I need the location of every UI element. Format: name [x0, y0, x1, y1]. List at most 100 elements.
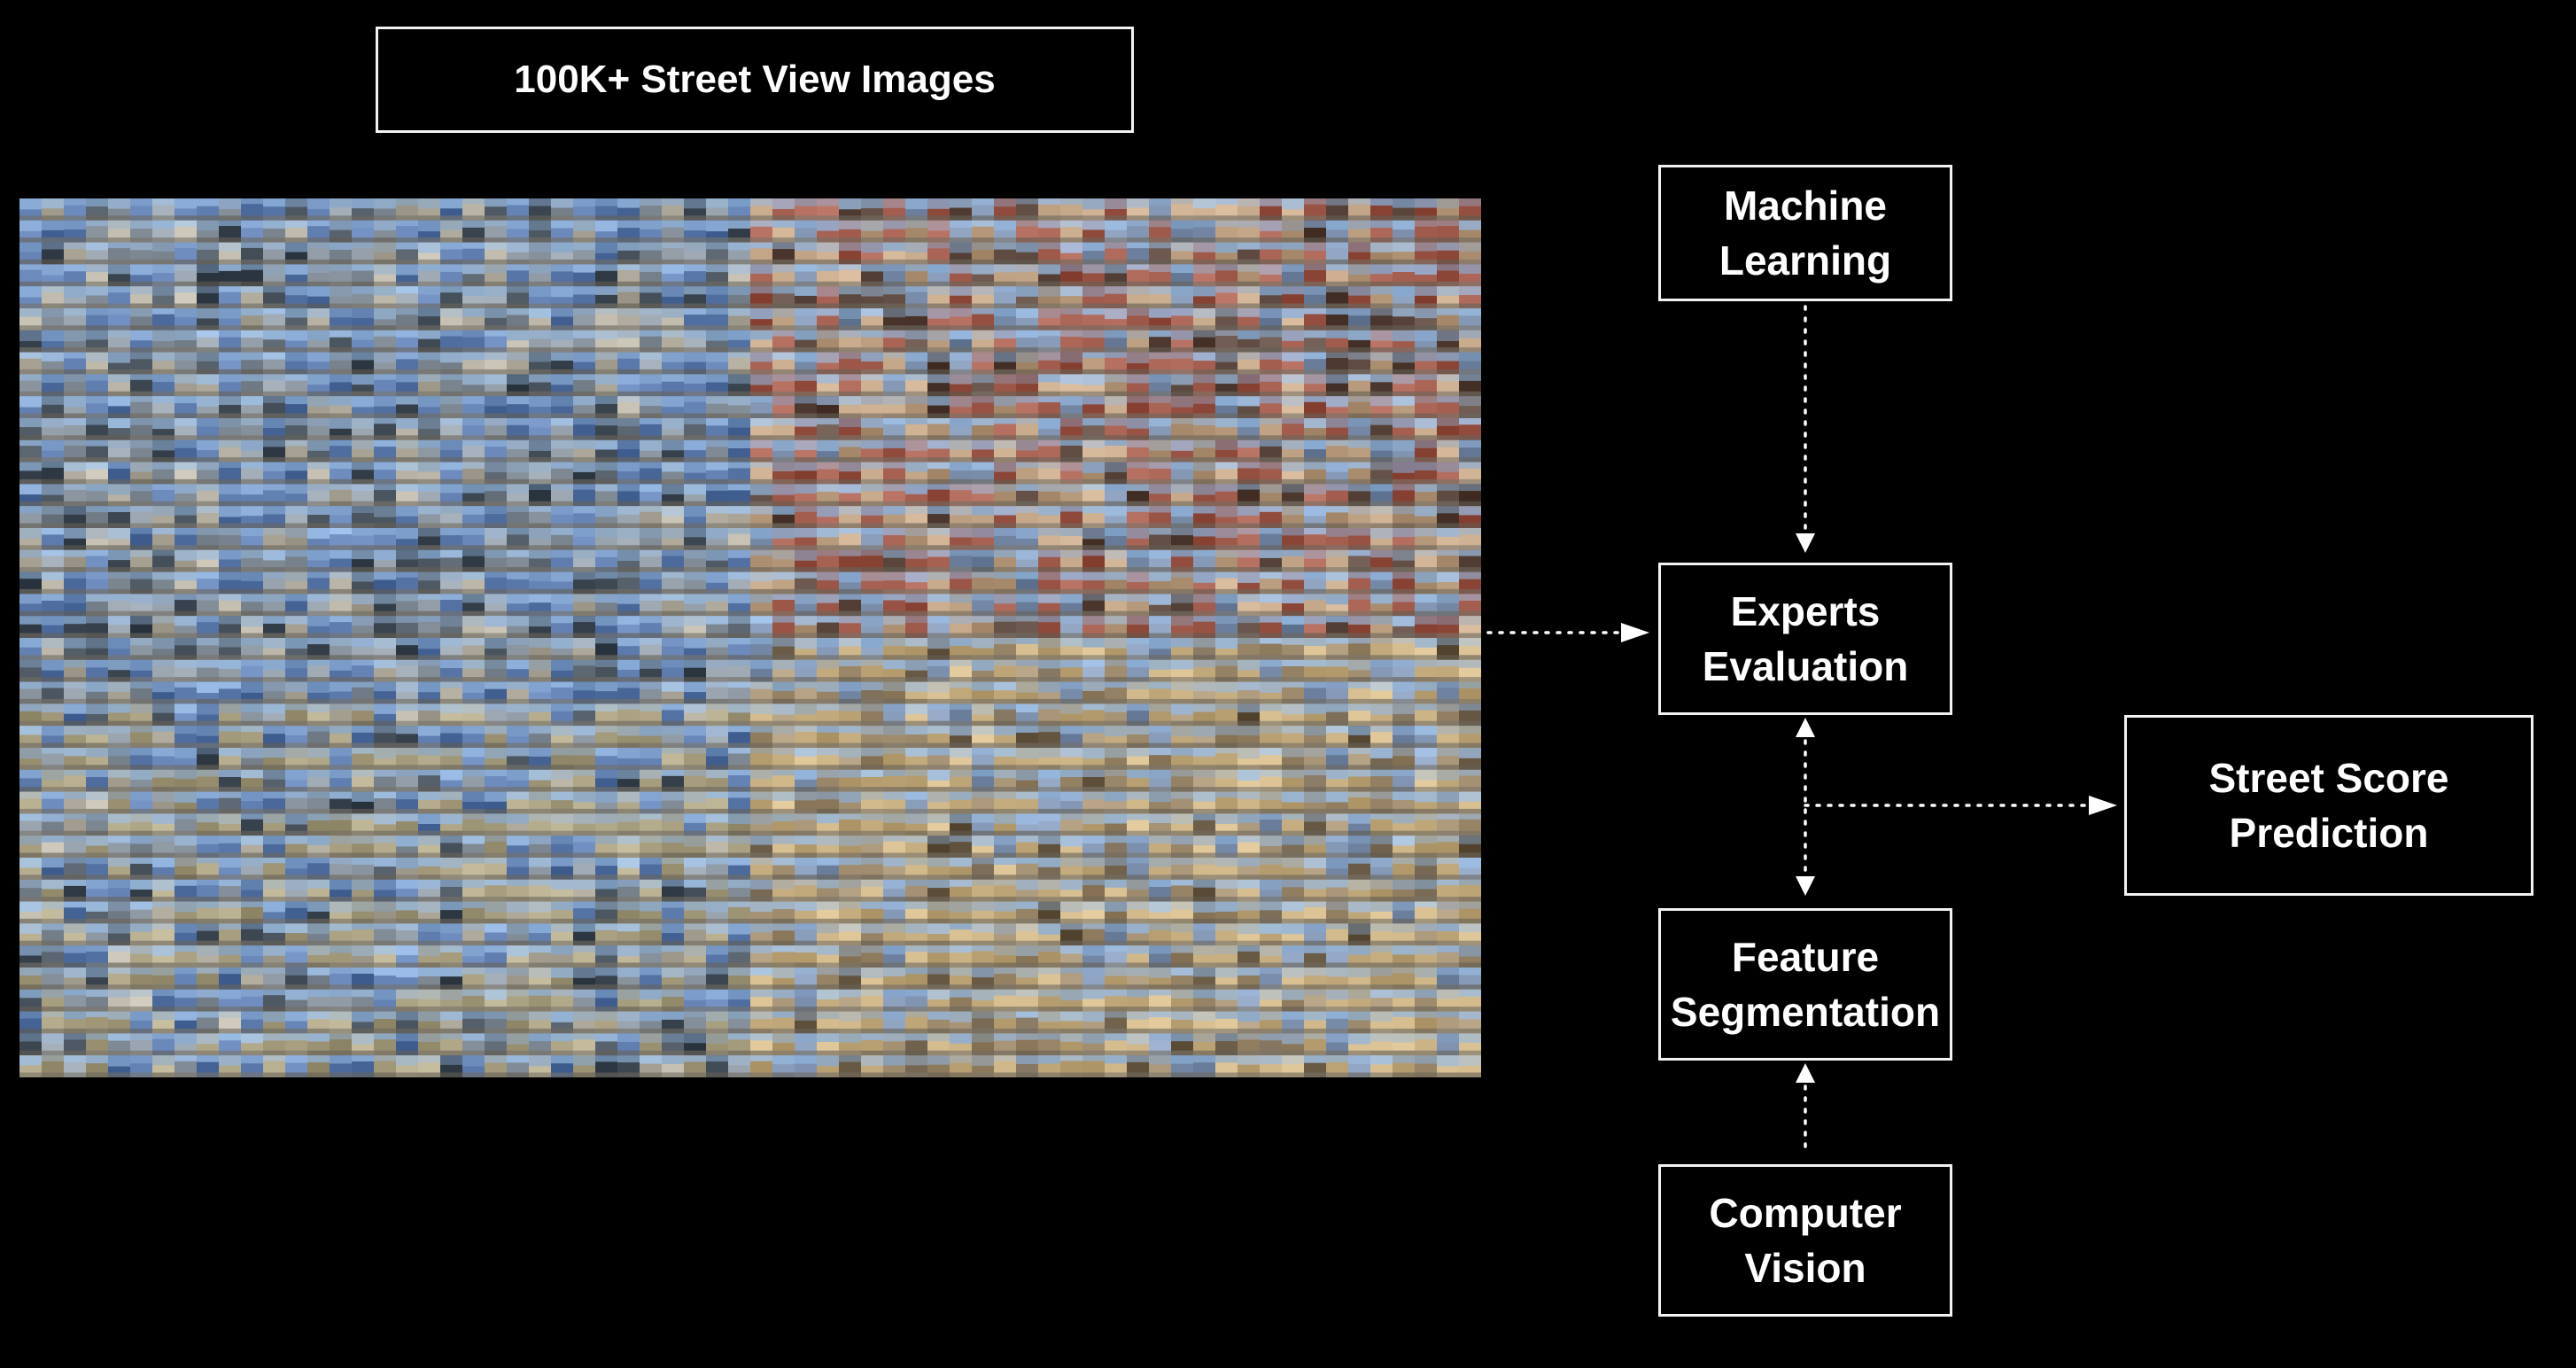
mosaic-tile-ground	[1415, 501, 1438, 507]
mosaic-tile-ground	[307, 391, 330, 397]
mosaic-tile-ground	[352, 567, 375, 573]
mosaic-tile-sky	[1415, 703, 1438, 711]
mosaic-tile-sky	[839, 396, 862, 405]
mosaic-tile-ground	[1060, 655, 1083, 661]
mosaic-tile-sky	[462, 330, 485, 338]
mosaic-tile-ground	[1193, 281, 1216, 287]
mosaic-tile-sky	[152, 659, 175, 666]
mosaic-tile-sky	[1304, 264, 1327, 270]
mosaic-tile-sky	[42, 264, 65, 276]
mosaic-tile-ground	[1282, 259, 1305, 265]
mosaic-tile-sky	[42, 220, 65, 230]
mosaic-tile-sky	[1149, 594, 1172, 605]
mosaic-tile-ground	[1437, 237, 1460, 244]
mosaic-tile-sky	[1215, 549, 1238, 558]
mosaic-tile-ground	[175, 742, 198, 749]
mosaic-tile-ground	[396, 588, 419, 595]
mosaic-tile-ground	[839, 501, 862, 507]
mosaic-tile-sky	[462, 506, 485, 515]
mosaic-tile-ground	[330, 369, 353, 375]
mosaic-tile-ground	[617, 237, 640, 244]
mosaic-tile-sky	[662, 330, 685, 338]
mosaic-tile-ground	[595, 501, 618, 507]
mosaic-tile-ground	[1038, 281, 1061, 287]
mosaic-tile-sky	[1370, 286, 1393, 295]
mosaic-tile-sky	[905, 638, 928, 647]
mosaic-tile-sky	[440, 330, 463, 337]
mosaic-tile-ground	[1082, 281, 1106, 287]
mosaic-tile-ground	[1415, 545, 1438, 551]
mosaic-tile-ground	[19, 369, 43, 375]
mosaic-tile-ground	[285, 633, 308, 639]
mosaic-tile-ground	[1282, 633, 1305, 639]
mosaic-tile-ground	[396, 610, 419, 617]
mosaic-tile-sky	[507, 330, 530, 341]
mosaic-tile-sky	[1326, 659, 1349, 667]
mosaic-tile-ground	[1437, 303, 1460, 309]
mosaic-tile-ground	[1082, 588, 1106, 595]
mosaic-tile-sky	[108, 418, 131, 429]
mosaic-tile-ground	[1238, 369, 1261, 375]
mosaic-tile-ground	[1370, 391, 1393, 397]
mosaic-tile-sky	[1282, 484, 1305, 493]
mosaic-tile-sky	[1149, 418, 1172, 427]
mosaic-tile-sky	[19, 638, 43, 648]
mosaic-tile-sky	[1016, 308, 1039, 318]
mosaic-tile-ground	[64, 655, 87, 661]
mosaic-tile-sky	[352, 264, 375, 271]
mosaic-tile-sky	[352, 352, 375, 361]
mosaic-tile-ground	[108, 478, 131, 485]
mosaic-tile-sky	[640, 242, 663, 251]
mosaic-tile-sky	[152, 198, 175, 206]
mosaic-tile-ground	[285, 435, 308, 441]
mosaic-tile-ground	[130, 303, 153, 309]
mosaic-tile-ground	[1370, 347, 1393, 354]
mosaic-tile-sky	[197, 726, 220, 736]
mosaic-tile-ground	[617, 391, 640, 397]
mosaic-tile-ground	[795, 478, 818, 485]
mosaic-tile-sky	[1149, 220, 1172, 228]
mosaic-tile-ground	[1282, 413, 1305, 419]
mosaic-tile-sky	[1326, 616, 1349, 623]
mosaic-tile-ground	[905, 303, 928, 309]
mosaic-tile-ground	[839, 742, 862, 749]
mosaic-tile-sky	[219, 439, 242, 447]
mosaic-tile-ground	[1038, 303, 1061, 309]
mosaic-tile-sky	[1016, 484, 1039, 491]
mosaic-tile-ground	[130, 325, 153, 331]
mosaic-tile-sky	[352, 726, 375, 733]
mosaic-tile-ground	[219, 391, 242, 397]
mosaic-tile-ground	[374, 347, 397, 354]
mosaic-tile-ground	[1348, 720, 1371, 727]
mosaic-tile-sky	[905, 308, 928, 316]
mosaic-tile-ground	[1282, 567, 1305, 573]
mosaic-tile-ground	[817, 259, 840, 265]
mosaic-tile-sky	[1149, 352, 1172, 360]
mosaic-tile-sky	[662, 242, 685, 249]
mosaic-tile-sky	[1437, 549, 1460, 556]
mosaic-tile-ground	[861, 478, 884, 485]
mosaic-tile-ground	[64, 281, 87, 287]
mosaic-tile-sky	[352, 528, 375, 536]
mosaic-tile-ground	[1459, 413, 1481, 419]
mosaic-tile-sky	[994, 264, 1017, 273]
mosaic-tile-sky	[573, 638, 596, 649]
mosaic-tile-sky	[1171, 264, 1194, 274]
mosaic-tile-ground	[462, 347, 485, 354]
mosaic-tile-sky	[706, 242, 729, 250]
mosaic-tile-ground	[285, 545, 308, 551]
mosaic-tile-ground	[86, 259, 109, 265]
mosaic-tile-sky	[1127, 506, 1150, 512]
mosaic-tile-ground	[241, 391, 264, 397]
mosaic-tile-ground	[1304, 303, 1327, 309]
mosaic-tile-ground	[551, 457, 574, 463]
mosaic-tile-sky	[130, 594, 153, 604]
mosaic-tile-sky	[1038, 484, 1061, 492]
mosaic-tile-ground	[1370, 369, 1393, 375]
mosaic-tile-ground	[108, 281, 131, 287]
mosaic-tile-ground	[1038, 545, 1061, 551]
mosaic-tile-ground	[595, 259, 618, 265]
mosaic-tile-sky	[772, 198, 795, 209]
mosaic-tile-ground	[883, 478, 906, 485]
mosaic-tile-sky	[640, 484, 663, 493]
